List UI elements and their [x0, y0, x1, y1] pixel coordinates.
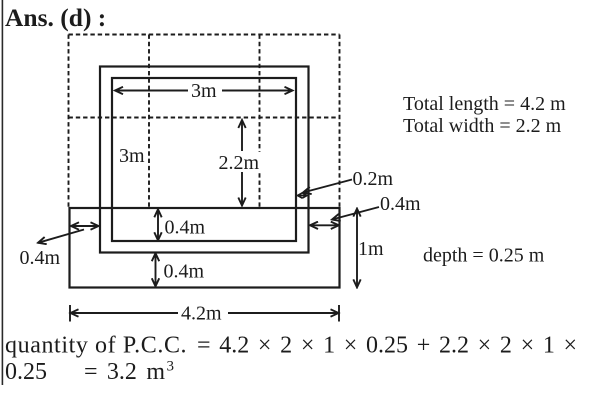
svg-text:= 4.2 × 2 × 1 × 0.25 + 2.2 × 2: = 4.2 × 2 × 1 × 0.25 + 2.2 × 2 × 1 × [197, 333, 577, 359]
svg-text:3m: 3m [119, 145, 145, 167]
svg-text:2.2m: 2.2m [219, 152, 260, 174]
svg-text:Total width = 2.2 m: Total width = 2.2 m [403, 115, 562, 137]
svg-text:0.4m: 0.4m [165, 217, 206, 239]
svg-text:Ans. (d) :: Ans. (d) : [5, 3, 106, 32]
svg-text:Total length = 4.2 m: Total length = 4.2 m [403, 93, 566, 115]
svg-text:= 3.2 m: = 3.2 m [84, 359, 165, 385]
svg-text:1m: 1m [358, 238, 384, 260]
svg-text:quantity of P.C.C.: quantity of P.C.C. [5, 333, 187, 359]
svg-text:depth = 0.25 m: depth = 0.25 m [423, 245, 545, 267]
svg-text:0.25: 0.25 [5, 359, 47, 385]
svg-text:0.2m: 0.2m [353, 168, 394, 190]
svg-text:0.4m: 0.4m [164, 261, 205, 283]
svg-text:3: 3 [167, 359, 175, 375]
svg-text:0.4m: 0.4m [380, 193, 421, 215]
svg-text:3m: 3m [191, 80, 217, 102]
svg-text:0.4m: 0.4m [20, 247, 61, 269]
svg-text:4.2m: 4.2m [181, 303, 222, 325]
